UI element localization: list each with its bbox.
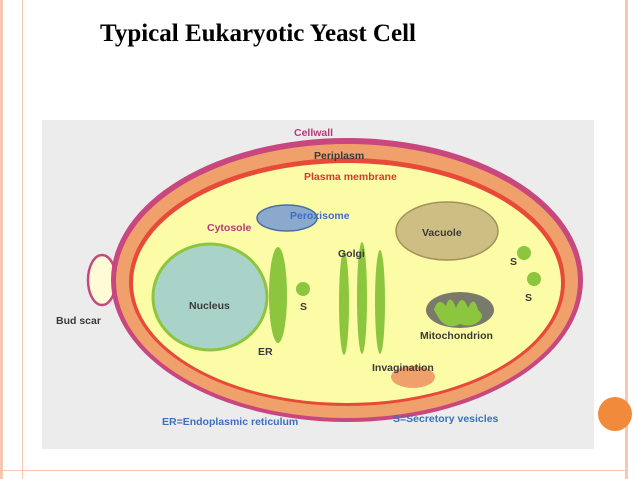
label-golgi: Golgi [338, 248, 365, 260]
slide-title: Typical Eukaryotic Yeast Cell [100, 20, 416, 47]
vacuole-shape [395, 201, 499, 261]
bottom-margin-rule [0, 470, 628, 471]
label-er: ER [258, 346, 273, 358]
golgi-stack-2 [357, 242, 367, 354]
label-vacuole: Vacuole [422, 227, 462, 239]
left-margin-rule-thin [22, 0, 23, 479]
vesicle-right-top [517, 246, 531, 260]
page-marker-dot [598, 397, 632, 431]
label-s-right-top: S [510, 256, 517, 268]
legend-er: ER=Endoplasmic reticulum [162, 416, 298, 428]
vesicle-near-nucleus [296, 282, 310, 296]
golgi-stack-3 [375, 250, 385, 354]
nucleus-shape [151, 242, 269, 352]
peroxisome-shape [256, 204, 318, 232]
yeast-cell-svg: Cellwall Periplasm Plasma membrane Perox… [56, 127, 583, 428]
label-nucleus: Nucleus [189, 300, 230, 312]
invagination-shape [391, 366, 435, 388]
label-cellwall: Cellwall [294, 127, 333, 139]
label-cytosole: Cytosole [207, 222, 252, 234]
label-mitochondrion: Mitochondrion [420, 330, 493, 342]
golgi-stack-1 [339, 251, 349, 355]
label-invagination: Invagination [372, 362, 434, 374]
label-periplasm: Periplasm [314, 150, 364, 162]
vesicle-right-bottom [527, 272, 541, 286]
label-s-right-bottom: S [525, 292, 532, 304]
label-peroxisome: Peroxisome [290, 210, 350, 222]
label-bud-scar: Bud scar [56, 315, 101, 327]
right-margin-rule [625, 0, 628, 479]
yeast-cell-diagram: Cellwall Periplasm Plasma membrane Perox… [42, 120, 594, 449]
left-margin-rule [0, 0, 3, 479]
legend-s: S=Secretory vesicles [393, 413, 499, 425]
label-s-nucleus: S [300, 301, 307, 313]
er-shape [269, 247, 287, 343]
label-plasma-membrane: Plasma membrane [304, 171, 397, 183]
mitochondrion-cristae [434, 299, 482, 327]
